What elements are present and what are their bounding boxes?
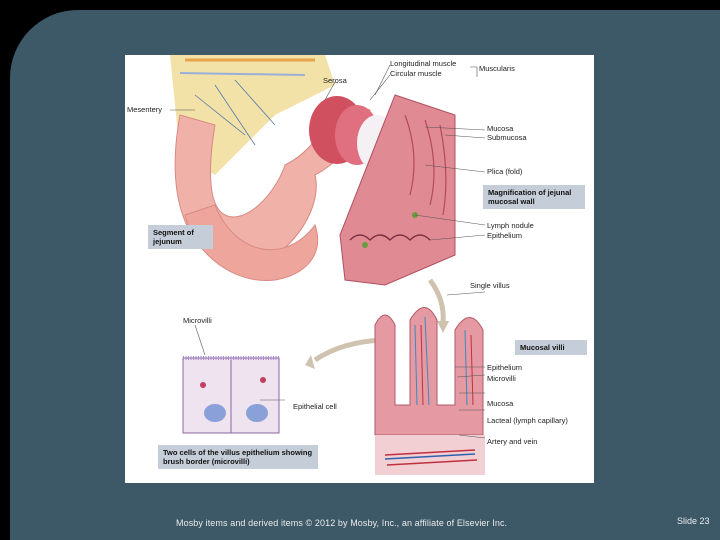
two-cells-box: Two cells of the villus epithelium showi…: [158, 445, 318, 469]
label-lymph-nodule: Lymph nodule: [487, 221, 534, 230]
copyright-footer: Mosby items and derived items © 2012 by …: [176, 518, 508, 528]
anatomy-drawing: [170, 55, 486, 475]
label-plica: Plica (fold): [487, 167, 523, 176]
label-artery-vein: Artery and vein: [487, 437, 538, 446]
epithelial-cells-drawing: [182, 356, 280, 434]
mucosal-villi-drawing: [374, 307, 485, 475]
label-submucosa: Submucosa: [487, 133, 527, 142]
label-circular-muscle: Circular muscle: [390, 69, 442, 78]
label-microvilli: Microvilli: [183, 316, 212, 325]
jejunum-illustration: Longitudinal muscle Circular muscle Musc…: [125, 55, 594, 483]
label-mucosa: Mucosa: [487, 124, 514, 133]
slide-number: Slide 23: [677, 516, 710, 526]
label-microvilli-villi: Microvilli: [487, 374, 516, 383]
label-epithelium-villi: Epithelium: [487, 363, 523, 372]
label-lacteal: Lacteal (lymph capillary): [487, 416, 568, 425]
label-epithelial-cell: Epithelial cell: [293, 402, 337, 411]
label-mesentery: Mesentery: [127, 105, 163, 114]
magnification-box: Magnification of jejunal mucosal wall: [483, 185, 585, 209]
label-muscularis: Muscularis: [479, 64, 515, 73]
label-single-villus: Single villus: [470, 281, 510, 290]
label-serosa: Serosa: [323, 76, 347, 85]
mucosal-villi-box: Mucosal villi: [515, 340, 587, 355]
segment-box: Segment of jejunum: [148, 225, 213, 249]
label-mucosa-villi: Mucosa: [487, 399, 514, 408]
label-epithelium: Epithelium: [487, 231, 523, 240]
label-longitudinal-muscle: Longitudinal muscle: [390, 59, 457, 68]
arrow-down: [427, 278, 446, 324]
